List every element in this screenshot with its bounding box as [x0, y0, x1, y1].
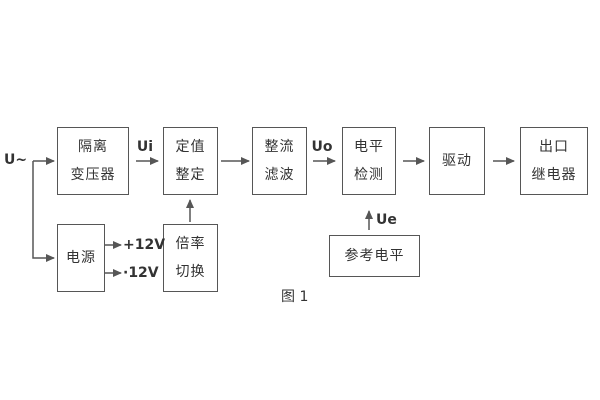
block-driver: 驱动 — [429, 127, 485, 195]
block-label: 电源 — [66, 250, 96, 266]
signal-label-uo: Uo — [311, 139, 333, 155]
block-label: 整流 — [264, 139, 295, 155]
block-label: 整定 — [175, 167, 206, 183]
signal-label-ue: Ue — [376, 212, 397, 228]
block-label: 驱动 — [442, 153, 472, 169]
block-setting-adjust: 定值 整定 — [163, 127, 218, 195]
block-label: 定值 — [175, 139, 206, 155]
block-rectifier-filter: 整流 滤波 — [252, 127, 307, 195]
block-ratio-switch: 倍率 切换 — [163, 224, 218, 292]
power-rail-positive-label: +12V — [123, 237, 166, 253]
signal-label-ui: Ui — [136, 139, 154, 155]
input-voltage-label: U~ — [4, 152, 28, 168]
block-label: 检测 — [354, 167, 384, 183]
block-label: 参考电平 — [344, 248, 405, 264]
block-label: 电平 — [354, 139, 384, 155]
wire-input-to-power-supply — [32, 161, 55, 262]
block-reference-level: 参考电平 — [329, 235, 420, 277]
block-label: 切换 — [175, 264, 206, 280]
block-label: 变压器 — [70, 167, 116, 183]
block-label: 继电器 — [531, 167, 577, 183]
block-level-detector: 电平 检测 — [342, 127, 396, 195]
block-output-relay: 出口 继电器 — [520, 127, 588, 195]
block-label: 倍率 — [175, 236, 206, 252]
block-label: 滤波 — [264, 167, 295, 183]
block-power-supply: 电源 — [57, 224, 105, 292]
block-label: 隔离 — [78, 139, 108, 155]
power-rail-negative-label: ·12V — [123, 265, 159, 281]
block-isolation-transformer: 隔离 变压器 — [57, 127, 129, 195]
block-label: 出口 — [539, 139, 569, 155]
figure-caption: 图 1 — [281, 289, 309, 305]
